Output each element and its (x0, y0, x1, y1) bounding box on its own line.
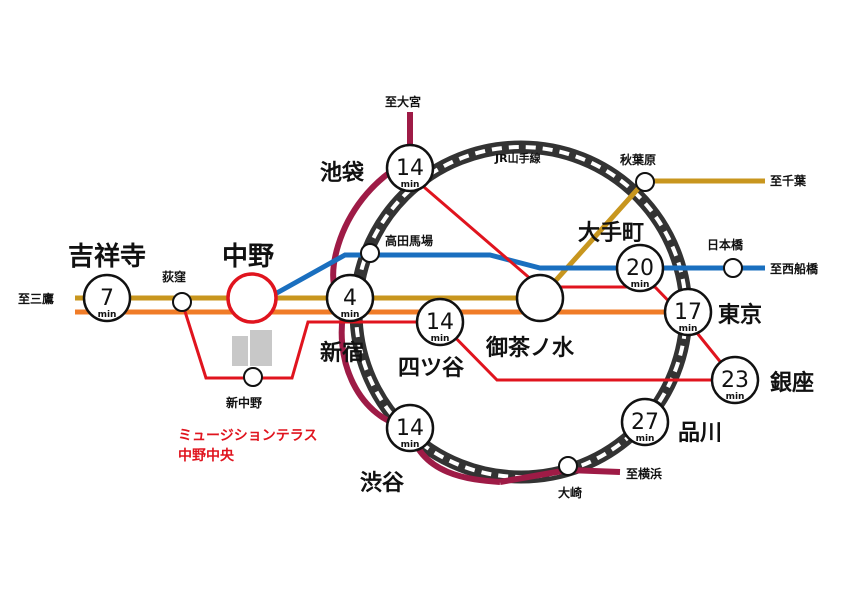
station-kichijoji-time: 7 min (82, 273, 132, 323)
station-otemachi-time: 20 min (615, 243, 665, 293)
svg-text:14: 14 (426, 310, 454, 335)
svg-text:min: min (341, 310, 360, 320)
svg-text:min: min (401, 440, 420, 450)
station-shinagawa-label: 品川 (678, 421, 722, 446)
svg-text:17: 17 (674, 300, 702, 325)
station-yotsuya-time: 14 min (415, 297, 465, 347)
svg-text:min: min (401, 180, 420, 190)
station-nakano-label: 中野 (222, 242, 274, 272)
chuo-sobu-line (75, 178, 765, 301)
station-shin-nakano-dot (243, 367, 263, 387)
station-nihonbashi-label: 日本橋 (707, 237, 744, 252)
destination-yokohama: 至横浜 (626, 466, 662, 481)
station-ikebukuro-label: 池袋 (320, 160, 365, 186)
svg-text:min: min (98, 310, 117, 320)
station-ikebukuro-time: 14 min (385, 143, 435, 193)
station-ochanomizu-label: 御茶ノ水 (485, 335, 575, 361)
station-ogikubo-label: 荻窪 (162, 269, 186, 284)
station-takadanobaba-dot (360, 243, 380, 263)
svg-text:14: 14 (396, 416, 424, 441)
svg-text:23: 23 (721, 368, 749, 393)
station-tokyo-time: 17 min (663, 287, 713, 337)
svg-text:min: min (631, 280, 650, 290)
svg-text:7: 7 (100, 286, 114, 311)
destination-mitaka: 至三鷹 (18, 291, 54, 306)
station-osaki-dot (558, 456, 578, 476)
svg-text:14: 14 (396, 156, 424, 181)
station-ginza-label: 銀座 (770, 370, 814, 396)
station-nakano-circle (226, 272, 278, 324)
tozai-line (273, 252, 765, 297)
station-akihabara-dot (635, 172, 655, 192)
station-nihonbashi-dot (723, 258, 743, 278)
property-name-line1: ミュージションテラス (178, 428, 317, 444)
station-shin-nakano-label: 新中野 (226, 395, 262, 410)
svg-text:min: min (726, 392, 745, 402)
property-name-line2: 中野中央 (178, 447, 235, 464)
station-shibuya-time: 14 min (385, 403, 435, 453)
saikyo-line (330, 112, 621, 485)
station-kichijoji-label: 吉祥寺 (68, 242, 146, 272)
svg-text:min: min (679, 324, 698, 334)
svg-text:min: min (431, 334, 450, 344)
building-icon (232, 330, 272, 366)
station-yotsuya-label: 四ツ谷 (398, 356, 465, 381)
svg-text:4: 4 (343, 286, 357, 311)
station-akihabara-label: 秋葉原 (620, 152, 656, 167)
svg-text:20: 20 (626, 256, 654, 281)
station-shinjuku-time: 4 min (325, 273, 375, 323)
yamanote-line-label: JR山手線 (494, 151, 541, 165)
svg-text:27: 27 (631, 410, 659, 435)
station-ogikubo-dot (172, 292, 192, 312)
station-osaki-label: 大崎 (558, 485, 582, 500)
destination-nishifunabashi: 至西船橋 (770, 261, 819, 276)
station-otemachi-label: 大手町 (578, 221, 644, 246)
station-takadanobaba-label: 高田馬場 (385, 233, 433, 248)
station-shinagawa-time: 27 min (620, 397, 670, 447)
station-shibuya-label: 渋谷 (360, 470, 405, 496)
station-ginza-time: 23 min (710, 355, 760, 405)
destination-chiba: 至千葉 (770, 173, 807, 188)
station-ochanomizu-circle (515, 273, 565, 323)
svg-text:min: min (636, 434, 655, 444)
station-shinjuku-label: 新宿 (320, 340, 364, 366)
destination-omiya: 至大宮 (385, 94, 421, 109)
station-tokyo-label: 東京 (718, 302, 762, 328)
